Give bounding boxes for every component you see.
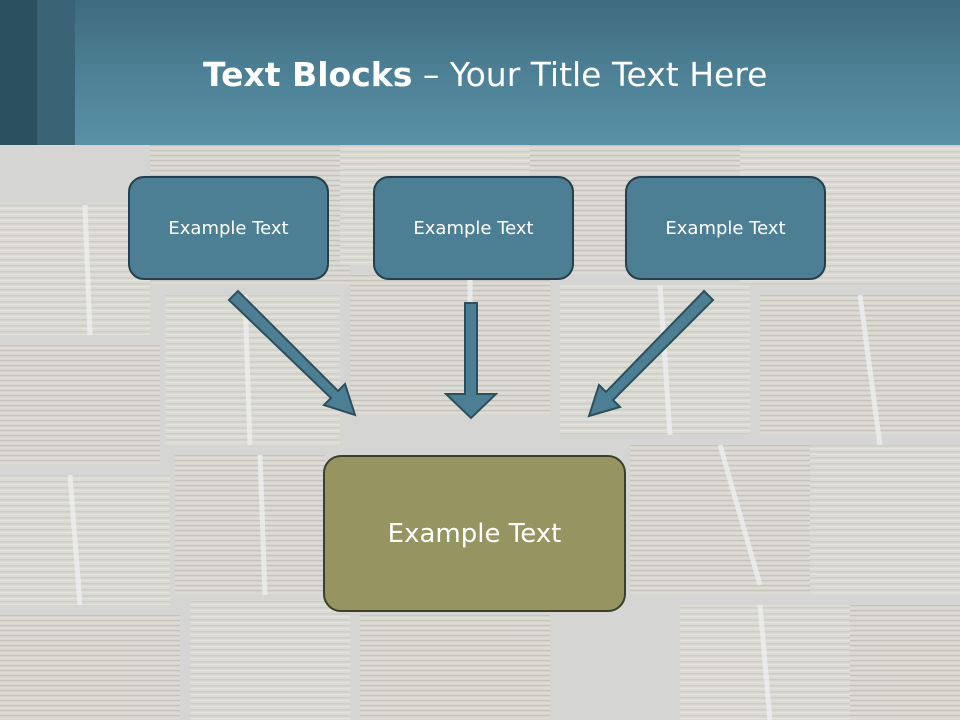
header-accent-stripe-2 (37, 0, 75, 145)
title-separator: – (412, 55, 450, 94)
header-accent-stripe (0, 0, 37, 145)
title-bar: Text Blocks – Your Title Text Here (0, 0, 960, 145)
title-rest: Your Title Text Here (449, 55, 768, 94)
main-text-block[interactable]: Example Text (323, 455, 626, 612)
text-block-2[interactable]: Example Text (373, 176, 574, 280)
title-bold-part: Text Blocks (203, 55, 413, 94)
text-block-3[interactable]: Example Text (625, 176, 826, 280)
text-block-1[interactable]: Example Text (128, 176, 329, 280)
slide-title[interactable]: Text Blocks – Your Title Text Here (203, 52, 767, 98)
